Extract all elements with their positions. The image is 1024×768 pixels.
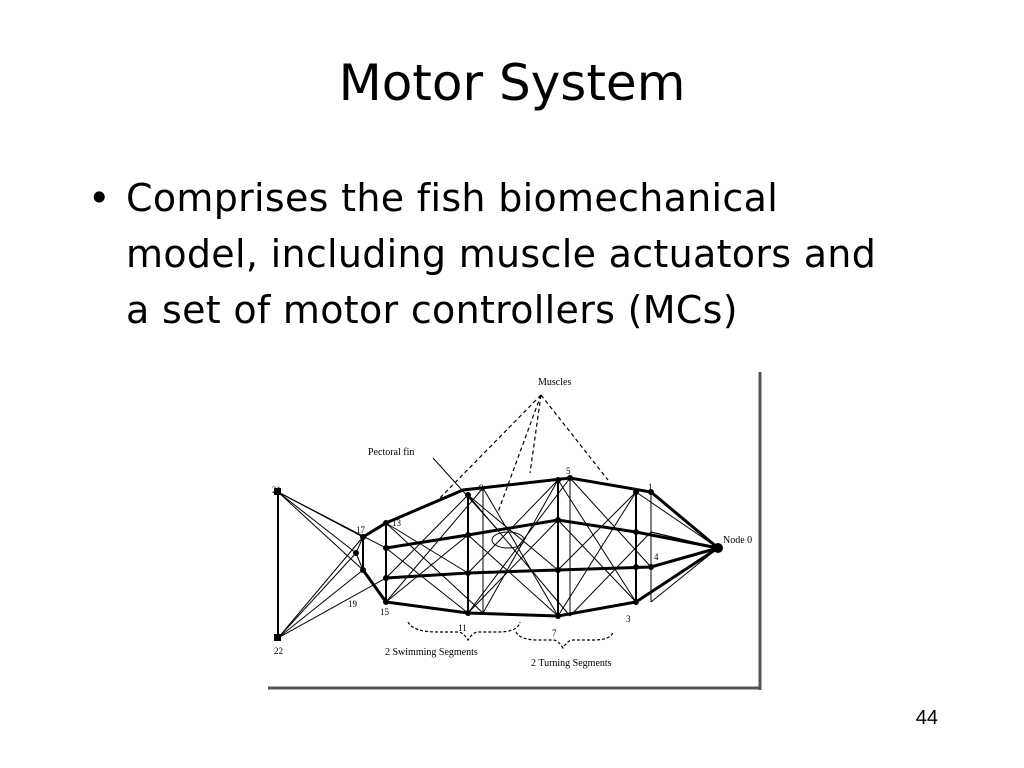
label-node-0: Node 0 bbox=[723, 535, 752, 546]
node-number: 7 bbox=[552, 628, 557, 638]
node-number: 19 bbox=[348, 599, 358, 609]
node-number: 9 bbox=[479, 483, 484, 493]
label-pectoral-fin: Pectoral fin bbox=[368, 447, 414, 458]
node-number: 13 bbox=[392, 518, 402, 528]
bullet-dot: • bbox=[88, 176, 111, 220]
label-turning-segments: 2 Turning Segments bbox=[531, 658, 612, 669]
fish-model-figure: Muscles Pectoral fin Node 0 2 Swimming S… bbox=[268, 370, 762, 690]
node-number: 3 bbox=[626, 614, 631, 624]
node-number: 17 bbox=[356, 525, 366, 535]
node-number: 22 bbox=[274, 646, 283, 656]
label-swimming-segments: 2 Swimming Segments bbox=[385, 647, 478, 658]
node-number: 1 bbox=[648, 482, 653, 492]
slide-title: Motor System bbox=[338, 54, 686, 112]
fish-model-diagram: Muscles Pectoral fin Node 0 2 Swimming S… bbox=[268, 372, 762, 690]
label-muscles: Muscles bbox=[538, 377, 571, 388]
node-number: 5 bbox=[566, 466, 571, 476]
node-number: 21 bbox=[272, 485, 281, 495]
node-number: 4 bbox=[654, 552, 659, 562]
page-number: 44 bbox=[915, 707, 938, 729]
bullet-text: Comprises the fish biomechanical model, … bbox=[126, 176, 877, 332]
node-number: 11 bbox=[458, 623, 467, 633]
node-number: 15 bbox=[380, 607, 390, 617]
